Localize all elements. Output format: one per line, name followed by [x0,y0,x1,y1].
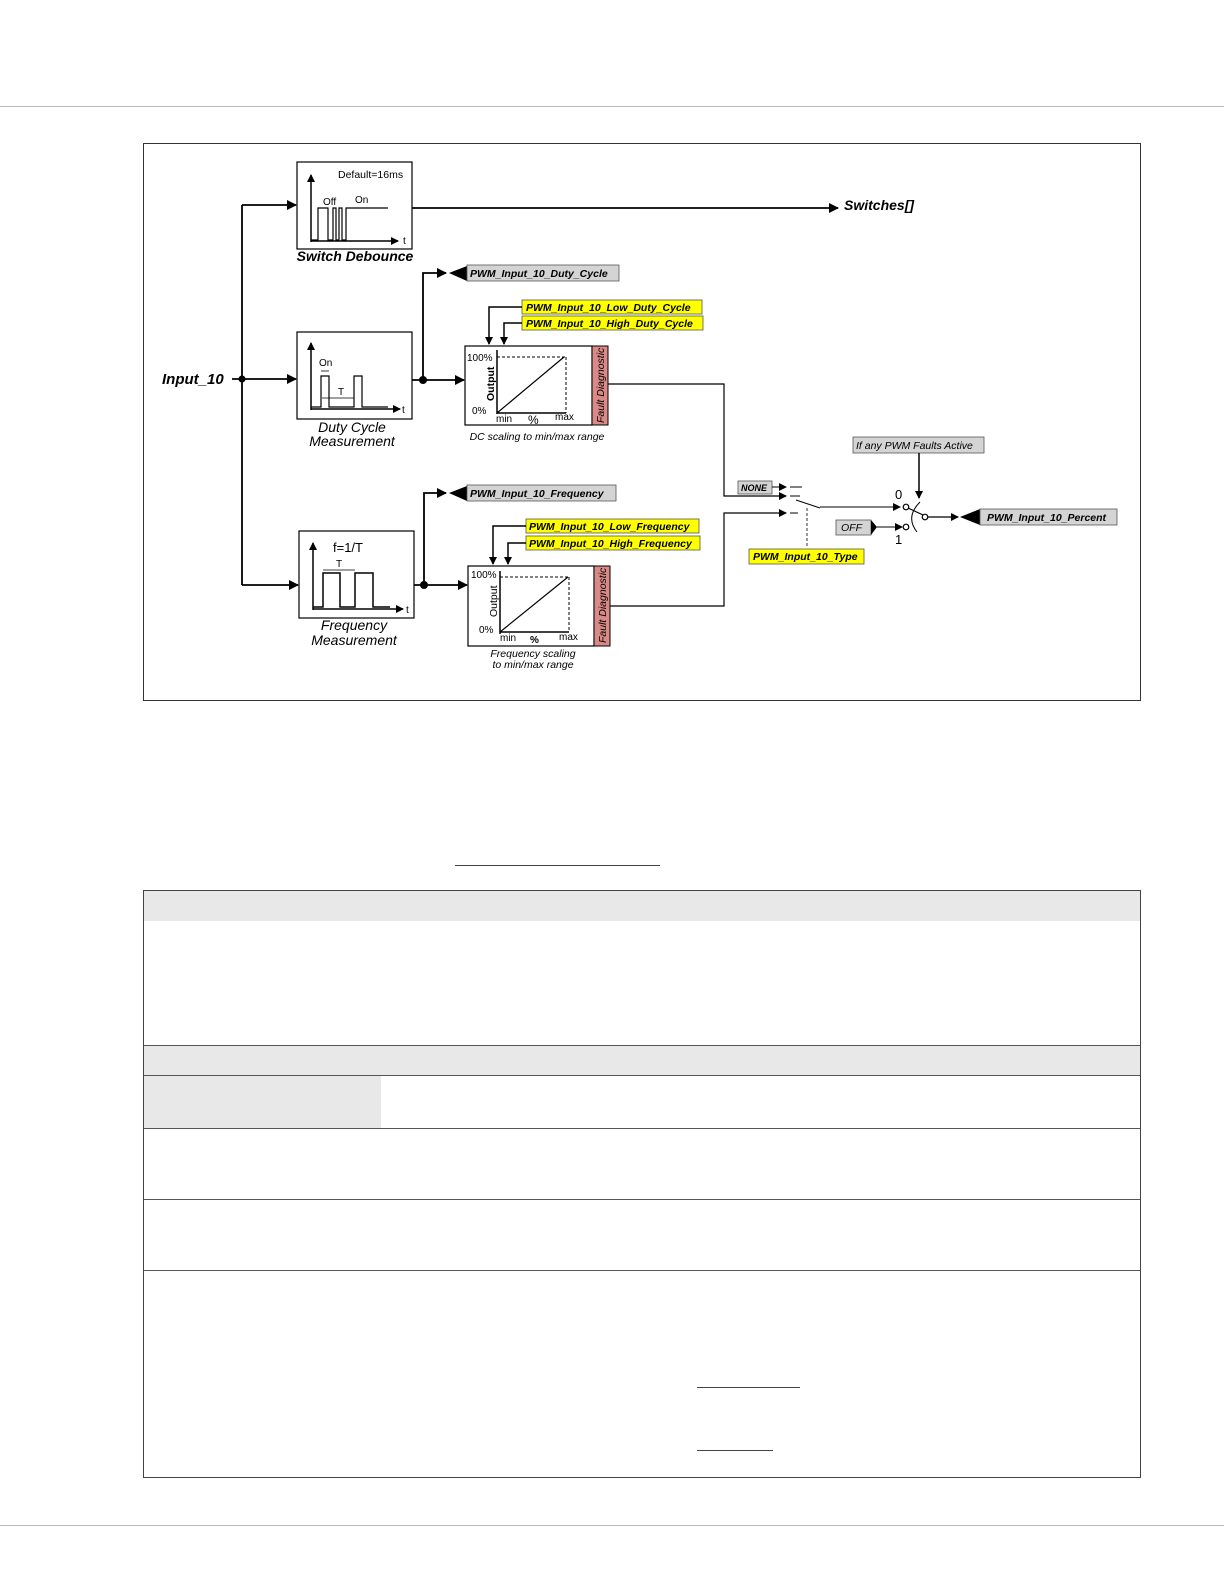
freq-fault-label: Fault Diagnostic [597,567,609,643]
freq-T-label: T [336,559,342,570]
freq-output-tag [466,484,617,502]
switch-lever [907,507,924,516]
freq-title-line2: Measurement [311,632,398,648]
switch-state-0: 0 [895,487,902,502]
dc-scaling-block [464,345,593,426]
type-selector-lever [795,499,821,509]
duty-on-label: On [319,358,332,369]
table-row-1-label-cell [144,1076,381,1128]
freq-y-max: 100% [471,570,497,581]
duty-T-label: T [338,387,344,398]
freq-waveform [313,572,390,608]
pwm-input-block-diagram: Input_10 Default=16ms Off On t Switch De… [162,161,1118,671]
freq-caption-line2: to min/max range [492,659,573,671]
percent-output-tag-label: PWM_Input_10_Percent [987,512,1107,524]
faults-condition-label: If any PWM Faults Active [856,440,973,452]
percent-output-tag-arrow [960,509,980,525]
table-section-header-row [144,1046,1140,1076]
frequency-block [298,530,415,619]
freq-to-selector-wire [610,509,787,607]
footer-rule [0,1525,1224,1526]
table-header-row [144,891,1140,921]
debounce-on-label: On [355,195,368,206]
high-freq-param-label: PWM_Input_10_High_Frequency [529,538,693,550]
off-tag-label: OFF [841,522,863,534]
debounce-off-label: Off [323,197,336,208]
switch-arc [911,501,921,533]
freq-x-unit: % [530,635,539,646]
dc-caption: DC scaling to min/max range [470,431,605,443]
debounce-waveform [311,207,388,241]
table-row-1 [144,1076,1140,1129]
dc-y-max: 100% [467,353,493,364]
freq-t-label: t [406,605,409,616]
freq-y-axis-label: Output [488,585,500,617]
input-label: Input_10 [162,371,224,388]
table-row-3 [144,1200,1140,1271]
switches-output-label: Switches[] [844,197,915,213]
dc-to-selector-wire [608,383,787,500]
freq-output-tag-label: PWM_Input_10_Frequency [470,488,605,500]
duty-waveform [311,375,388,408]
dc-fault-diagnostic [591,345,609,426]
percent-output-tag [979,508,1118,526]
switch-contact-1 [902,523,910,531]
type-param [748,548,865,565]
switch-contact-0 [902,503,910,511]
freq-y-min: 0% [479,625,494,636]
dc-x-unit: % [528,413,539,427]
duty-title-line2: Measurement [309,433,396,449]
low-freq-wire [489,525,526,565]
freq-caption-line1: Frequency scaling [490,648,575,660]
dc-x-min: min [496,414,512,425]
table-description-row [144,921,1140,1046]
type-param-label: PWM_Input_10_Type [753,551,858,563]
none-tag-label: NONE [741,483,768,493]
figure-frame [143,143,1141,701]
high-duty-param-label: PWM_Input_10_High_Duty_Cycle [526,318,693,330]
table-row-2 [144,1129,1140,1200]
reference-link-underline[interactable] [455,865,660,866]
low-duty-wire [485,306,522,345]
frequency-formula: f=1/T [333,540,363,555]
freq-ramp [499,576,569,633]
dc-x-max: max [555,412,574,423]
table-link-underline-1[interactable] [697,1387,800,1388]
debounce-t-label: t [403,236,406,247]
duty-t-label: t [402,405,405,416]
dc-ramp [496,356,565,414]
freq-x-min: min [500,633,516,644]
freq-branch-wire [423,488,447,585]
debounce-default-note: Default=16ms [338,169,403,181]
table-link-underline-2[interactable] [697,1450,773,1451]
duty-output-tag-arrow [449,266,467,281]
table-row-4 [144,1271,1140,1477]
duty-output-tag [466,264,620,282]
parameter-table [143,890,1141,1478]
switch-common [921,513,929,521]
header-rule [0,106,1224,107]
switch-state-1: 1 [895,532,902,547]
low-duty-param-label: PWM_Input_10_Low_Duty_Cycle [526,302,691,314]
debounce-title: Switch Debounce [297,248,414,264]
dc-y-min: 0% [472,406,487,417]
duty-branch-wire [422,268,447,380]
high-freq-wire [504,542,526,565]
duty-output-tag-label: PWM_Input_10_Duty_Cycle [470,268,608,280]
freq-output-tag-arrow [449,486,467,501]
off-tag-arrow [871,520,877,535]
freq-title-line1: Frequency [321,617,388,633]
duty-title-line1: Duty Cycle [318,419,386,435]
debounce-block [296,161,413,250]
dc-fault-label: Fault Diagnostic [595,347,607,423]
high-duty-wire [500,322,522,345]
freq-x-max: max [559,632,578,643]
dc-y-axis-label: Output [485,366,497,401]
low-freq-param-label: PWM_Input_10_Low_Frequency [529,521,691,533]
